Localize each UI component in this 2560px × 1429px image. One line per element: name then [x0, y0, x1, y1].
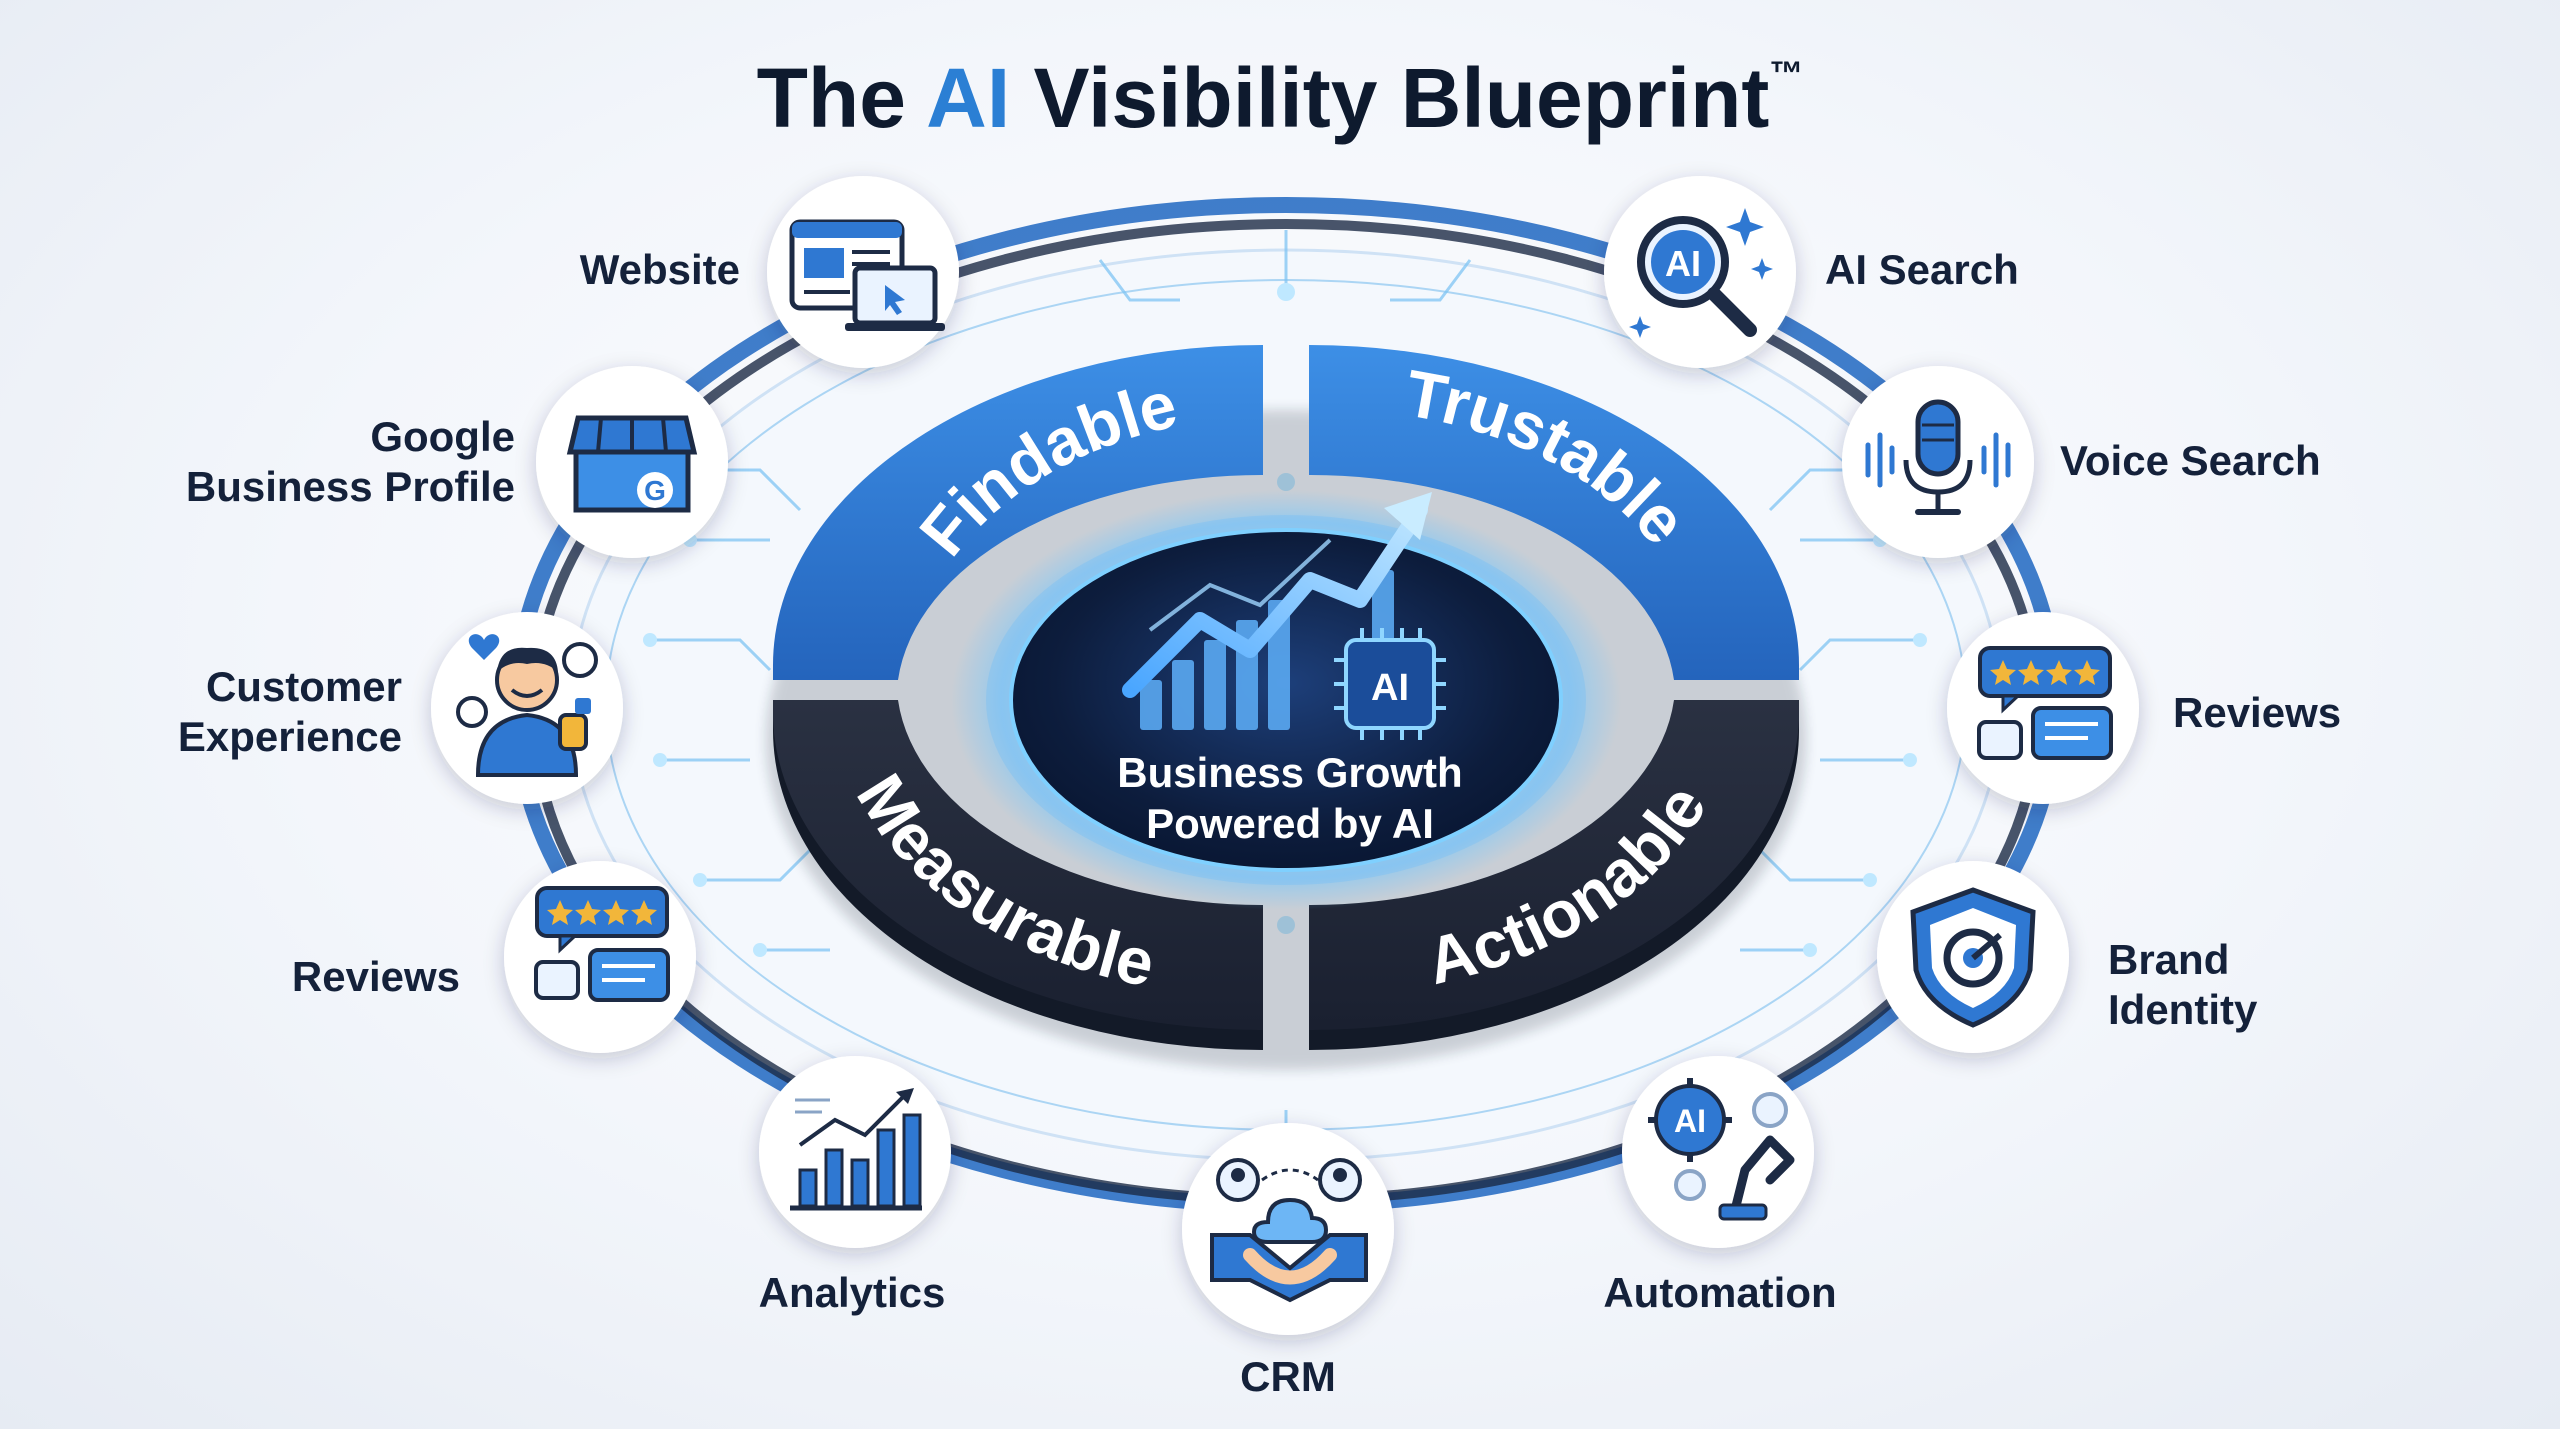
- center-core: AI Business Growth Powered by AI: [951, 490, 1621, 910]
- center-line-2: Powered by AI: [1146, 800, 1434, 847]
- node-voice-search: [1842, 366, 2034, 558]
- stars-icon: [1990, 660, 2100, 685]
- quadrant-findable: [773, 345, 1263, 680]
- microphone-icon: [1865, 399, 2011, 515]
- ai-chip-badge: AI: [1371, 667, 1409, 709]
- customer-label-line-2: Experience: [177, 712, 402, 760]
- quadrant-actionable: [1309, 700, 1799, 1050]
- label-analytics: Analytics: [752, 1268, 952, 1318]
- google-g-badge: G: [644, 475, 666, 506]
- brand-label-line-2: Identity: [2108, 985, 2258, 1033]
- label-reviews-left: Reviews: [292, 952, 460, 1002]
- label-voice-search: Voice Search: [2060, 436, 2321, 486]
- ai-search-label-text: AI Search: [1825, 246, 2019, 293]
- website-label-text: Website: [579, 246, 740, 293]
- automation-ai-badge: AI: [1674, 1103, 1706, 1139]
- center-line-1: Business Growth: [1117, 749, 1462, 796]
- title-suffix: Visibility Blueprint: [1010, 51, 1770, 145]
- stars-icon: [547, 900, 657, 925]
- node-google-business-profile: G: [536, 366, 728, 558]
- analytics-chart-icon: [790, 1088, 922, 1211]
- title-prefix: The: [756, 51, 927, 145]
- reviews-icon: [534, 886, 670, 1002]
- quadrant-trustable: [1309, 345, 1799, 680]
- storefront-icon: [566, 415, 698, 513]
- website-icon: [789, 219, 945, 331]
- handshake-icon: [1210, 1158, 1368, 1303]
- node-website: [767, 176, 959, 368]
- page-title: The AI Visibility Blueprint™: [0, 50, 2560, 147]
- node-reviews-right: [1947, 612, 2139, 804]
- brand-label-line-1: Brand: [2108, 936, 2230, 983]
- node-reviews-left: [504, 861, 696, 1053]
- label-crm: CRM: [1188, 1352, 1388, 1402]
- node-crm: [1182, 1123, 1394, 1335]
- customer-label-line-1: Customer: [205, 663, 402, 710]
- label-ai-search: AI Search: [1825, 245, 2019, 295]
- label-reviews-right: Reviews: [2173, 688, 2341, 738]
- circuit-traces: [650, 230, 1920, 1180]
- node-brand-identity: [1877, 861, 2069, 1053]
- title-accent: AI: [926, 51, 1011, 145]
- voice-search-label-text: Voice Search: [2060, 437, 2321, 484]
- ai-chip-icon: [1334, 628, 1446, 740]
- node-analytics: [759, 1056, 951, 1248]
- happy-customer-icon: [456, 634, 598, 777]
- arrow-head-icon: [1384, 492, 1432, 540]
- crm-label-text: CRM: [1240, 1353, 1336, 1400]
- reviews-left-label-text: Reviews: [291, 953, 460, 1000]
- google-label-line-1: Google: [370, 413, 515, 460]
- automation-label-text: Automation: [1603, 1269, 1837, 1316]
- label-automation: Automation: [1595, 1268, 1845, 1318]
- shield-icon: [1910, 887, 2036, 1028]
- node-ai-search: AI: [1604, 176, 1796, 368]
- quadrant-measurable: [773, 700, 1263, 1050]
- trademark-mark: ™: [1769, 55, 1804, 93]
- robot-arm-icon: [1648, 1078, 1795, 1221]
- reviews-icon: [1977, 646, 2113, 760]
- ai-search-badge: AI: [1665, 243, 1701, 284]
- node-automation: AI: [1622, 1056, 1814, 1248]
- node-customer-experience: [431, 612, 623, 804]
- label-website: Website: [580, 245, 740, 295]
- reviews-right-label-text: Reviews: [2173, 689, 2342, 736]
- analytics-label-text: Analytics: [758, 1269, 946, 1316]
- google-label-line-2: Business Profile: [185, 462, 515, 510]
- magnifier-ai-icon: [1629, 208, 1773, 338]
- growth-arrow-icon: [1122, 502, 1428, 698]
